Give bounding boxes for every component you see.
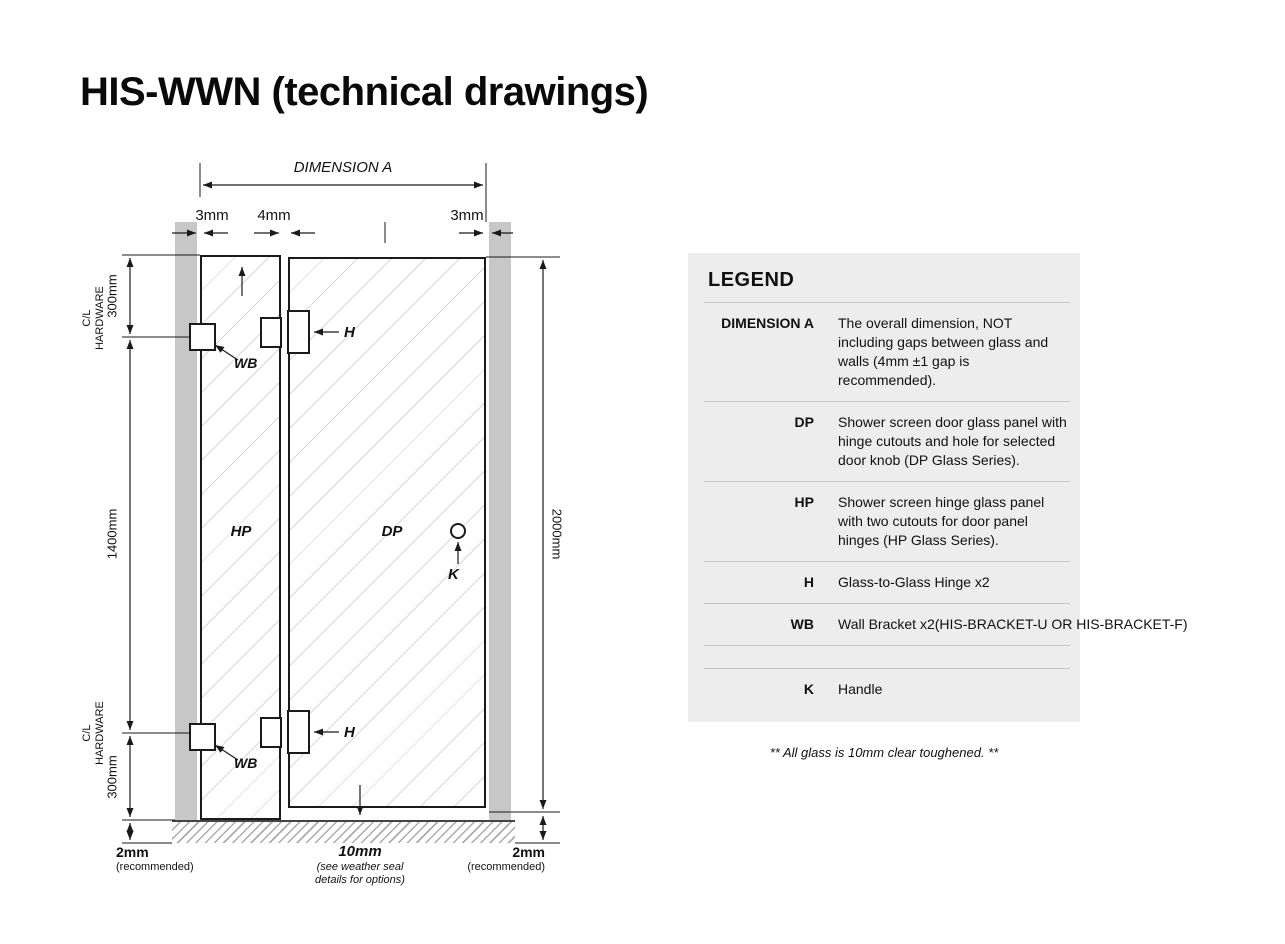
legend-term: DP	[794, 414, 814, 430]
legend-term: WB	[790, 616, 814, 632]
dimension-a-label: DIMENSION A	[293, 159, 393, 176]
dim-300mm-top-label: 300mm	[104, 274, 120, 318]
dp-panel-label: DP	[381, 523, 403, 540]
floor-gap-center-note-2: details for options)	[315, 874, 405, 886]
hinge-top-label: H	[344, 324, 355, 341]
gap-middle-label: 4mm	[257, 207, 291, 224]
floor-gap-right-value: 2mm	[512, 844, 545, 860]
divider	[704, 603, 1070, 604]
legend-term: K	[803, 681, 814, 697]
divider	[704, 481, 1070, 482]
legend-row-dimension-a: DIMENSION A The overall dimension, NOT i…	[704, 303, 1070, 401]
legend-footnote: ** All glass is 10mm clear toughened. **	[769, 745, 999, 760]
floor-gap-center-note-1: (see weather seal	[316, 861, 404, 873]
floor-gap-left-value: 2mm	[116, 844, 149, 860]
divider	[704, 561, 1070, 562]
centerline-hardware-label-bottom: C/L HARDWARE	[81, 701, 107, 765]
wall-bracket-top-label: WB	[234, 355, 258, 371]
wall-bracket-top	[189, 323, 239, 361]
divider	[704, 668, 1070, 669]
hinge-top	[260, 310, 339, 354]
hinge-bottom	[260, 710, 339, 754]
legend-row-dp: DP Shower screen door glass panel with h…	[704, 402, 1070, 481]
dim-1400mm-label: 1400mm	[104, 508, 120, 560]
legend-title: LEGEND	[708, 269, 795, 291]
left-dimensions-group	[122, 254, 200, 844]
legend-term: H	[803, 574, 814, 590]
hinge-bottom-label: H	[344, 724, 355, 741]
legend-term: HP	[794, 494, 814, 510]
floor	[172, 820, 515, 843]
page-title: HIS-WWN (technical drawings)	[80, 70, 649, 114]
wall-bracket-bottom	[189, 723, 239, 761]
legend-row-wb: WB Wall Bracket x2(HIS-BRACKET-U OR HIS-…	[704, 604, 1188, 645]
handle-knob	[450, 523, 466, 564]
wall-bracket-bottom-label: WB	[234, 755, 258, 771]
legend-desc: Shower screen door glass panel with hing…	[838, 414, 1067, 468]
gap-left-label: 3mm	[195, 207, 229, 224]
right-dimensions-group	[486, 256, 560, 844]
legend-term: DIMENSION A	[721, 315, 814, 331]
cl-label-line1: C/L	[81, 309, 93, 327]
wall-right	[489, 222, 511, 820]
legend-desc: Glass-to-Glass Hinge x2	[838, 574, 990, 590]
legend-desc: Handle	[838, 681, 883, 697]
cl-label-line1: C/L	[81, 724, 93, 742]
legend-desc: The overall dimension, NOT including gap…	[838, 315, 1049, 388]
legend-panel: LEGEND DIMENSION A The overall dimension…	[688, 253, 1188, 722]
floor-gap-right-note: (recommended)	[467, 861, 545, 873]
gap-right-label: 3mm	[450, 207, 484, 224]
divider	[704, 401, 1070, 402]
legend-desc: Wall Bracket x2(HIS-BRACKET-U OR HIS-BRA…	[838, 616, 1188, 632]
legend-row-hp: HP Shower screen hinge glass panel with …	[704, 482, 1070, 561]
handle-label: K	[448, 566, 459, 583]
legend-row-h: H Glass-to-Glass Hinge x2	[704, 562, 1070, 603]
centerline-hardware-label-top: C/L HARDWARE	[81, 286, 107, 350]
dimension-a-group	[199, 163, 487, 243]
divider	[704, 645, 1070, 646]
legend-desc: Shower screen hinge glass panel with two…	[838, 494, 1045, 548]
hp-panel-label: HP	[230, 523, 252, 540]
floor-gap-center-value: 10mm	[338, 843, 382, 860]
dim-2000mm-label: 2000mm	[549, 508, 565, 560]
divider	[704, 302, 1070, 303]
wall-left	[175, 222, 197, 820]
dim-300mm-bottom-label: 300mm	[104, 755, 120, 799]
floor-gap-left-note: (recommended)	[116, 861, 194, 873]
legend-row-spacer	[704, 646, 1070, 668]
legend-row-k: K Handle	[704, 669, 1070, 710]
